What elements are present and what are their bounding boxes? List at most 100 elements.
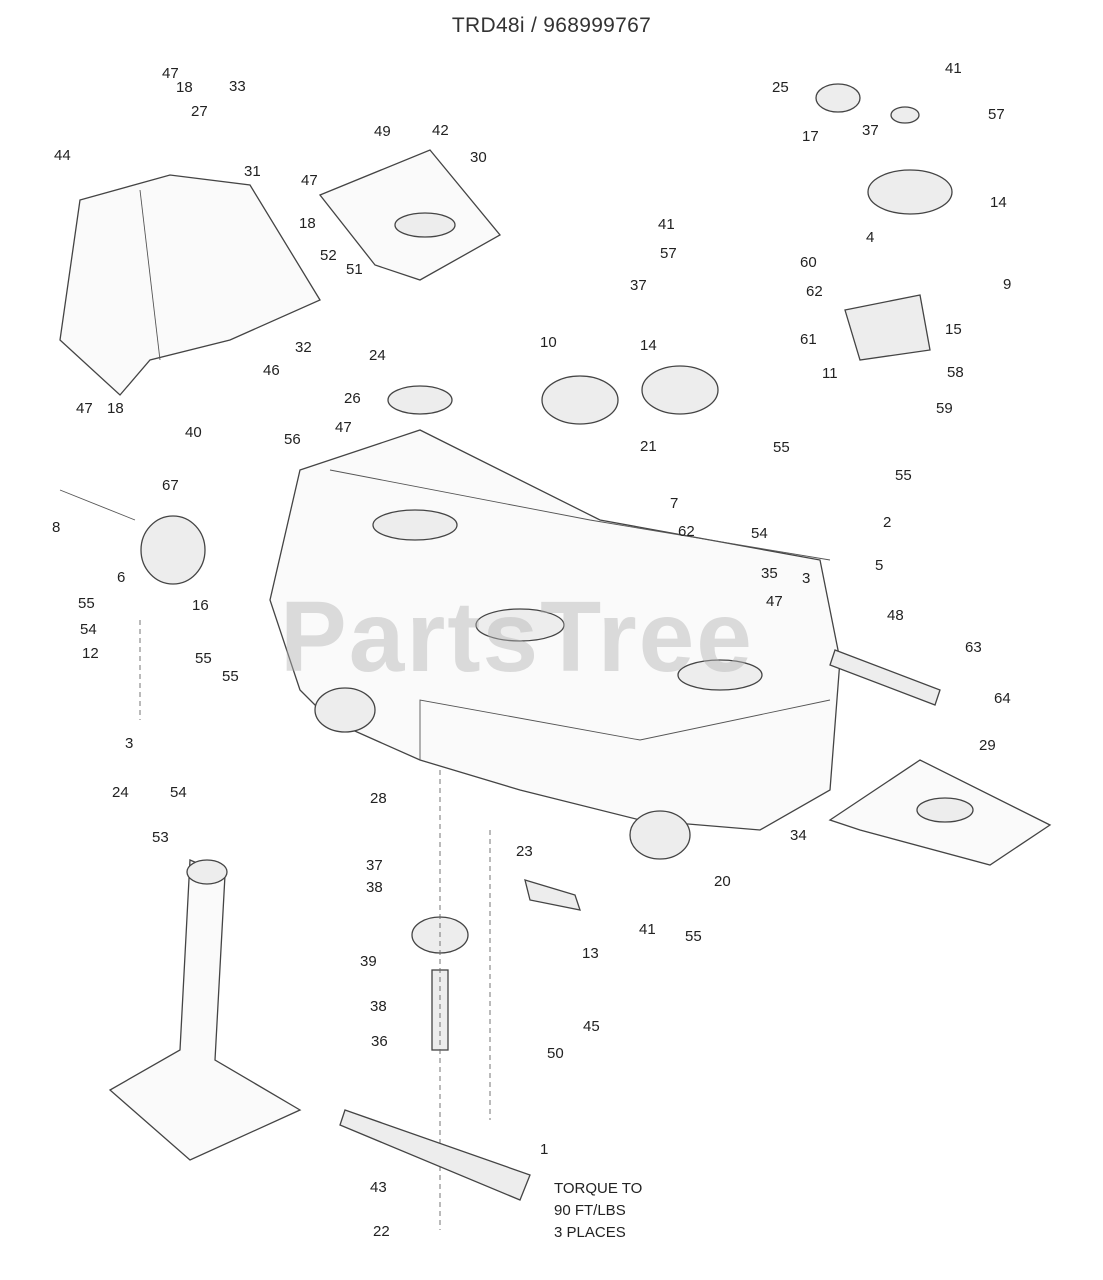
wheel-6[interactable] [140, 515, 206, 585]
pulley-10[interactable] [541, 375, 619, 425]
callout-52[interactable]: 52 [320, 247, 337, 264]
callout-41[interactable]: 41 [945, 60, 962, 77]
idler-arm[interactable] [844, 294, 931, 361]
idler-25[interactable] [815, 83, 861, 113]
callout-47[interactable]: 47 [301, 172, 318, 189]
callout-56[interactable]: 56 [284, 431, 301, 448]
callout-47[interactable]: 47 [766, 593, 783, 610]
callout-7[interactable]: 7 [670, 495, 678, 512]
callout-47[interactable]: 47 [335, 419, 352, 436]
callout-24[interactable]: 24 [369, 347, 386, 364]
callout-29[interactable]: 29 [979, 737, 996, 754]
callout-59[interactable]: 59 [936, 400, 953, 417]
callout-45[interactable]: 45 [583, 1018, 600, 1035]
callout-37[interactable]: 37 [862, 122, 879, 139]
callout-12[interactable]: 12 [82, 645, 99, 662]
callout-55[interactable]: 55 [773, 439, 790, 456]
callout-20[interactable]: 20 [714, 873, 731, 890]
callout-3[interactable]: 3 [802, 570, 810, 587]
callout-47[interactable]: 47 [162, 65, 179, 82]
callout-61[interactable]: 61 [800, 331, 817, 348]
callout-44[interactable]: 44 [54, 147, 71, 164]
pulley-14-center[interactable] [641, 365, 719, 415]
callout-38[interactable]: 38 [370, 998, 387, 1015]
callout-46[interactable]: 46 [263, 362, 280, 379]
callout-49[interactable]: 49 [374, 123, 391, 140]
callout-38[interactable]: 38 [366, 879, 383, 896]
callout-10[interactable]: 10 [540, 334, 557, 351]
callout-17[interactable]: 17 [802, 128, 819, 145]
pulley-14-top[interactable] [867, 169, 953, 215]
callout-25[interactable]: 25 [772, 79, 789, 96]
callout-2[interactable]: 2 [883, 514, 891, 531]
callout-63[interactable]: 63 [965, 639, 982, 656]
callout-11[interactable]: 11 [822, 365, 838, 382]
mower-blade[interactable] [339, 1109, 531, 1201]
callout-55[interactable]: 55 [895, 467, 912, 484]
callout-26[interactable]: 26 [344, 390, 361, 407]
callout-28[interactable]: 28 [370, 790, 387, 807]
callout-57[interactable]: 57 [660, 245, 677, 262]
callout-42[interactable]: 42 [432, 122, 449, 139]
callout-31[interactable]: 31 [244, 163, 261, 180]
callout-53[interactable]: 53 [152, 829, 169, 846]
callout-15[interactable]: 15 [945, 321, 962, 338]
callout-4[interactable]: 4 [866, 229, 874, 246]
callout-22[interactable]: 22 [373, 1223, 390, 1240]
callout-41[interactable]: 41 [658, 216, 675, 233]
callout-24[interactable]: 24 [112, 784, 129, 801]
callout-40[interactable]: 40 [185, 424, 202, 441]
callout-57[interactable]: 57 [988, 106, 1005, 123]
callout-1[interactable]: 1 [540, 1141, 548, 1158]
belt-cover[interactable] [59, 174, 321, 396]
callout-55[interactable]: 55 [685, 928, 702, 945]
torque-note-line-3: 3 PLACES [554, 1224, 626, 1241]
callout-64[interactable]: 64 [994, 690, 1011, 707]
callout-9[interactable]: 9 [1003, 276, 1011, 293]
callout-6[interactable]: 6 [117, 569, 125, 586]
callout-8[interactable]: 8 [52, 519, 60, 536]
callout-54[interactable]: 54 [80, 621, 97, 638]
callout-36[interactable]: 36 [371, 1033, 388, 1050]
callout-14[interactable]: 14 [640, 337, 657, 354]
callout-5[interactable]: 5 [875, 557, 883, 574]
callout-47[interactable]: 47 [76, 400, 93, 417]
callout-50[interactable]: 50 [547, 1045, 564, 1062]
pulley-26[interactable] [387, 385, 453, 415]
callout-41[interactable]: 41 [639, 921, 656, 938]
callout-55[interactable]: 55 [195, 650, 212, 667]
callout-51[interactable]: 51 [346, 261, 363, 278]
callout-55[interactable]: 55 [78, 595, 95, 612]
bracket-23[interactable] [524, 879, 581, 911]
callout-55[interactable]: 55 [222, 668, 239, 685]
callout-14[interactable]: 14 [990, 194, 1007, 211]
callout-67[interactable]: 67 [162, 477, 179, 494]
drive-belt[interactable] [108, 859, 302, 1161]
callout-18[interactable]: 18 [176, 79, 193, 96]
callout-54[interactable]: 54 [751, 525, 768, 542]
callout-58[interactable]: 58 [947, 364, 964, 381]
callout-32[interactable]: 32 [295, 339, 312, 356]
callout-39[interactable]: 39 [360, 953, 377, 970]
callout-18[interactable]: 18 [107, 400, 124, 417]
callout-54[interactable]: 54 [170, 784, 187, 801]
bar-63[interactable] [829, 649, 941, 706]
callout-3[interactable]: 3 [125, 735, 133, 752]
callout-34[interactable]: 34 [790, 827, 807, 844]
callout-27[interactable]: 27 [191, 103, 208, 120]
callout-33[interactable]: 33 [229, 78, 246, 95]
callout-62[interactable]: 62 [678, 523, 695, 540]
callout-23[interactable]: 23 [516, 843, 533, 860]
callout-21[interactable]: 21 [640, 438, 657, 455]
callout-35[interactable]: 35 [761, 565, 778, 582]
callout-13[interactable]: 13 [582, 945, 599, 962]
callout-37[interactable]: 37 [630, 277, 647, 294]
callout-37[interactable]: 37 [366, 857, 383, 874]
callout-60[interactable]: 60 [800, 254, 817, 271]
callout-62[interactable]: 62 [806, 283, 823, 300]
callout-30[interactable]: 30 [470, 149, 487, 166]
callout-48[interactable]: 48 [887, 607, 904, 624]
callout-16[interactable]: 16 [192, 597, 209, 614]
callout-43[interactable]: 43 [370, 1179, 387, 1196]
callout-18[interactable]: 18 [299, 215, 316, 232]
